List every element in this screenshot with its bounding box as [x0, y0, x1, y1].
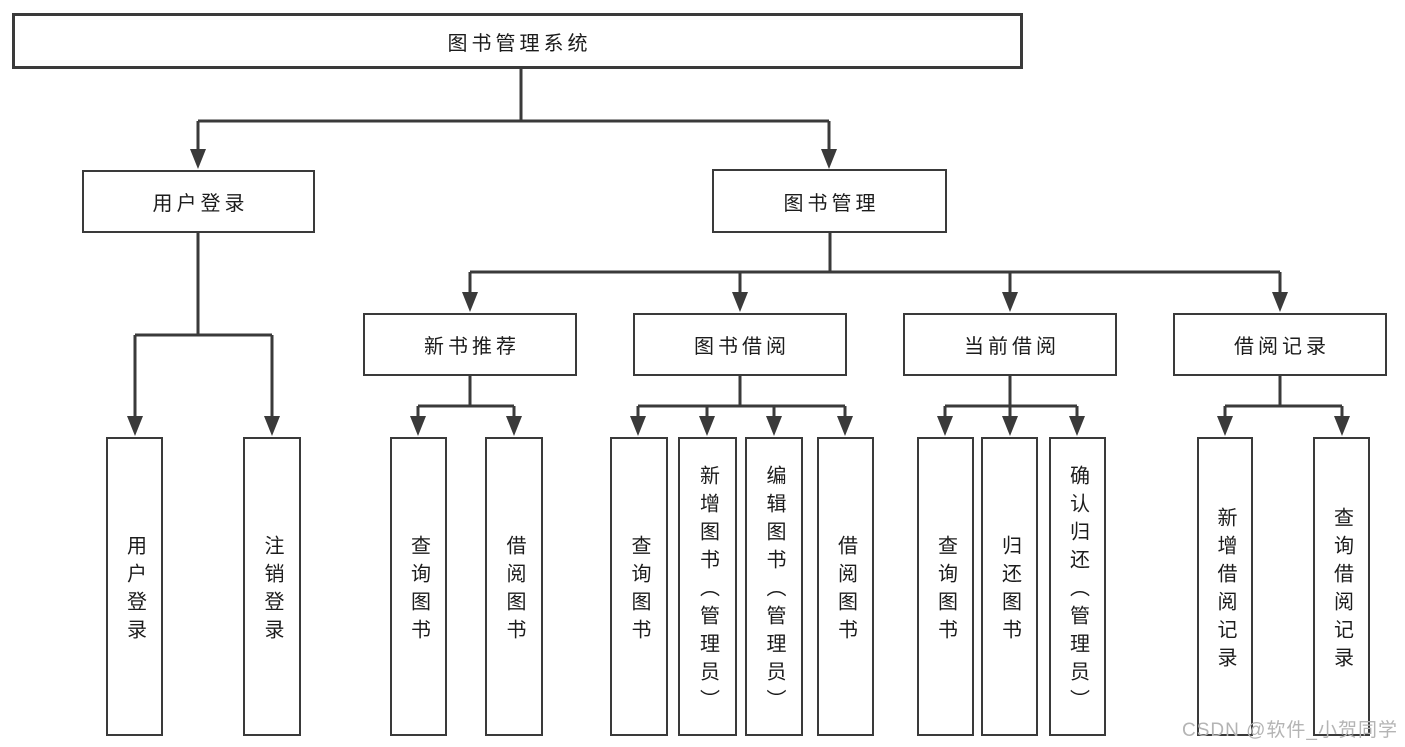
arrowheads	[127, 149, 1350, 436]
leaf-borrow-books-recommend: 借阅图书	[485, 437, 543, 736]
connector-book-management	[468, 233, 1282, 294]
node-book-management: 图书管理	[712, 169, 947, 233]
leaf-add-book-admin: 新增图书（管理员）	[678, 437, 737, 736]
leaf-borrow-books: 借阅图书	[817, 437, 874, 736]
node-book-borrow: 图书借阅	[633, 313, 847, 376]
leaf-query-books-recommend: 查询图书	[390, 437, 447, 736]
csdn-watermark: CSDN @软件_小贺同学	[1182, 720, 1398, 741]
node-current-borrow: 当前借阅	[903, 313, 1117, 376]
leaf-user-login: 用户登录	[106, 437, 163, 736]
leaf-confirm-return-admin: 确认归还（管理员）	[1049, 437, 1106, 736]
connector-root	[196, 68, 831, 151]
connector-borrow-records	[1223, 376, 1344, 418]
leaf-edit-book-admin: 编辑图书（管理员）	[745, 437, 803, 736]
leaf-query-books-borrow: 查询图书	[610, 437, 668, 736]
node-user-login: 用户登录	[82, 170, 315, 233]
leaf-query-borrow-record: 查询借阅记录	[1313, 437, 1370, 736]
leaf-add-borrow-record: 新增借阅记录	[1197, 437, 1253, 736]
node-new-book-recommend: 新书推荐	[363, 313, 577, 376]
leaf-return-book: 归还图书	[981, 437, 1038, 736]
leaf-query-books-current: 查询图书	[917, 437, 974, 736]
connector-user-login	[133, 233, 274, 418]
connector-book-borrow	[636, 376, 847, 418]
connector-new-book	[416, 376, 516, 418]
leaf-logout: 注销登录	[243, 437, 301, 736]
node-borrow-records: 借阅记录	[1173, 313, 1387, 376]
connector-current-borrow	[943, 376, 1079, 418]
node-root: 图书管理系统	[12, 13, 1023, 69]
